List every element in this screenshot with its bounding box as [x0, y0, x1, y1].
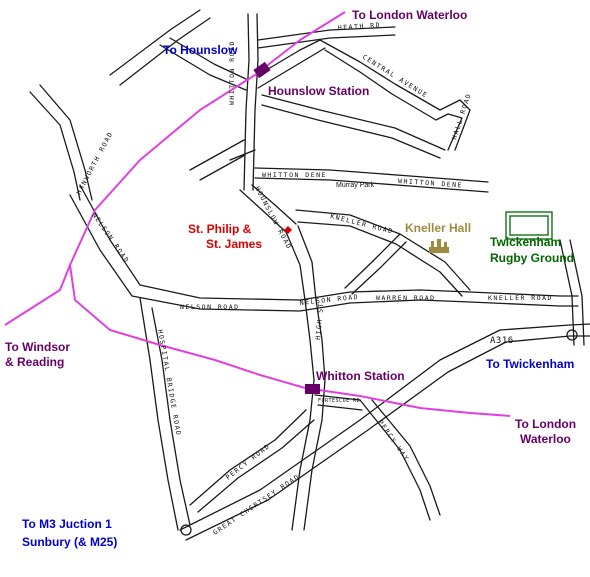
road-label-whitton-road: WHITTON ROAD	[228, 40, 236, 105]
station-marker-icon	[253, 61, 271, 79]
station-marker-icon	[305, 384, 320, 394]
road-label-nelson-road-mid: NELSON ROAD	[180, 303, 240, 311]
road-label-nelson-road-west: NELSON ROAD	[90, 212, 131, 265]
railway-to-hounslow-waterloo	[4, 11, 346, 326]
markers	[253, 61, 553, 394]
railway-branch-to-windsor	[69, 264, 306, 389]
label-to-windsor-line1: To Windsor	[5, 340, 70, 354]
road-label-hanworth-road: HANWORTH ROAD	[75, 130, 115, 196]
road-label-percy-road: PERCY ROAD	[224, 442, 272, 482]
label-to-hounslow: To Hounslow	[163, 43, 238, 57]
label-rugby-ground-line1: Twickenham	[490, 235, 561, 249]
road-label-hospital-bridge-road: HOSPITAL BRIDGE ROAD	[156, 329, 183, 437]
road-label-great-chertsey-road: GREAT CHERTSEY ROAD	[212, 473, 302, 537]
road-label-nelson-road-east: NELSON ROAD	[299, 293, 359, 307]
label-to-m3-line2: Sunbury (& M25)	[22, 535, 117, 549]
label-to-london-waterloo-line2: Waterloo	[520, 432, 571, 446]
road-label-warren-road: WARREN ROAD	[376, 294, 436, 302]
label-to-twickenham: To Twickenham	[486, 357, 574, 371]
road-label-high-st: HIGH ST	[314, 302, 325, 340]
road-label-murray-park: Murray Park	[336, 182, 375, 189]
railway-lines	[4, 11, 511, 417]
road-label-whitton-dene: WHITTON DENE	[262, 171, 327, 179]
label-whitton-station: Whitton Station	[316, 369, 405, 383]
label-church-line1: St. Philip &	[188, 222, 252, 236]
label-hounslow-station: Hounslow Station	[268, 84, 369, 98]
road-label-fortescue-rd: FORTESCUE RD	[318, 398, 360, 404]
label-to-london-waterloo-line1: To London	[515, 417, 576, 431]
label-rugby-ground-line2: Rugby Ground	[490, 251, 574, 265]
railway-to-london-waterloo	[304, 387, 511, 417]
church-marker-icon	[284, 226, 292, 234]
label-church-line2: St. James	[206, 237, 262, 251]
label-to-london-waterloo-top: To London Waterloo	[352, 8, 467, 22]
label-to-windsor-line2: & Reading	[5, 355, 64, 369]
road-label-kneller-road-east: KNELLER ROAD	[488, 294, 553, 302]
kneller-hall-building-icon	[429, 239, 449, 253]
road-label-central-avenue: CENTRAL AVENUE	[361, 53, 430, 100]
road-label-kneller-road: KNELLER ROAD	[330, 212, 395, 235]
rugby-ground-outline-icon	[505, 211, 553, 240]
label-to-m3-line1: To M3 Juction 1	[22, 517, 112, 531]
road-label-a316: A316	[490, 336, 514, 346]
road-network	[29, 9, 590, 541]
place-labels: To London Waterloo To Hounslow Hounslow …	[5, 8, 576, 549]
road-label-heath-rd: HEATH RD	[338, 21, 382, 32]
label-kneller-hall: Kneller Hall	[405, 221, 471, 235]
